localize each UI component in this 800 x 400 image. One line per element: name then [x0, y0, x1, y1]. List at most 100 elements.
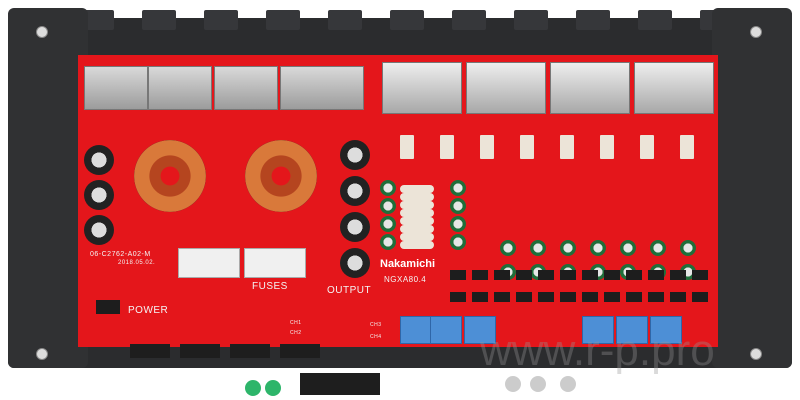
ic-chip: [516, 270, 532, 280]
power-label: POWER: [128, 305, 169, 316]
resistor: [400, 201, 434, 209]
output-label: OUTPUT: [327, 285, 372, 296]
ic-chip: [648, 270, 664, 280]
brand-logo: Nakamichi: [380, 258, 436, 270]
ic-chip: [582, 270, 598, 280]
ic-chip: [670, 270, 686, 280]
ic-chip: [692, 270, 708, 280]
small-capacitor: [380, 234, 396, 250]
resistor: [400, 233, 434, 241]
small-capacitor: [560, 240, 576, 256]
ic-chip: [560, 292, 576, 302]
channel-label: CH4: [370, 334, 382, 340]
heatsink-fin: [514, 10, 548, 30]
small-capacitor: [650, 240, 666, 256]
ic-chip: [560, 270, 576, 280]
small-capacitor: [380, 216, 396, 232]
heatsink-fin: [142, 10, 176, 30]
resistor: [400, 193, 434, 201]
heatsink-fin: [80, 10, 114, 30]
ic-chip: [450, 270, 466, 280]
small-capacitor: [380, 180, 396, 196]
heatsink-fin: [638, 10, 672, 30]
relay: [650, 316, 682, 344]
electrolytic-capacitor: [84, 215, 114, 245]
toroid-inductor: [245, 140, 317, 212]
speaker-terminal: [300, 373, 340, 395]
heatsink-fin: [266, 10, 300, 30]
resistor: [400, 209, 434, 217]
heatsink-bracket: [214, 66, 278, 110]
small-capacitor: [450, 198, 466, 214]
ic-chip: [516, 292, 532, 302]
ic-chip: [494, 270, 510, 280]
ic-chip: [670, 292, 686, 302]
ic-chip: [538, 292, 554, 302]
fuse-holder: [178, 248, 240, 278]
ic-chip: [538, 270, 554, 280]
led: [245, 380, 261, 396]
ic-chip: [494, 292, 510, 302]
screw: [750, 26, 762, 38]
terminal-block: [130, 344, 170, 358]
ic-chip: [626, 270, 642, 280]
rca-jack: [505, 376, 521, 392]
power-resistor: [520, 135, 534, 159]
heatsink-bracket: [280, 66, 364, 110]
ic-chip: [472, 292, 488, 302]
channel-label: CH3: [370, 322, 382, 328]
watermark: www.r-p.pro: [480, 326, 715, 375]
power-resistor: [400, 135, 414, 159]
relay: [430, 316, 462, 344]
rca-jack: [530, 376, 546, 392]
ic-chip: [582, 292, 598, 302]
ic-chip: [626, 292, 642, 302]
power-resistor: [440, 135, 454, 159]
power-resistor: [480, 135, 494, 159]
electrolytic-capacitor: [340, 176, 370, 206]
power-resistor: [560, 135, 574, 159]
relay: [582, 316, 614, 344]
electrolytic-capacitor: [340, 212, 370, 242]
electrolytic-capacitor: [340, 140, 370, 170]
small-capacitor: [450, 180, 466, 196]
channel-label: CH1: [290, 320, 302, 326]
heatsink-bracket: [550, 62, 630, 114]
heatsink-fin: [328, 10, 362, 30]
relay: [616, 316, 648, 344]
heatsink-bracket: [382, 62, 462, 114]
left-endcap: [8, 8, 88, 368]
terminal-block: [180, 344, 220, 358]
channel-label: CH2: [290, 330, 302, 336]
toroid-inductor: [134, 140, 206, 212]
resistor: [400, 185, 434, 193]
heatsink-bracket: [84, 66, 148, 110]
ic-chip: [450, 292, 466, 302]
power-resistor: [680, 135, 694, 159]
electrolytic-capacitor: [84, 180, 114, 210]
ic-chip: [604, 270, 620, 280]
screw: [36, 26, 48, 38]
small-capacitor: [530, 240, 546, 256]
ic-chip: [648, 292, 664, 302]
heatsink-fin: [204, 10, 238, 30]
electrolytic-capacitor: [340, 248, 370, 278]
relay: [400, 316, 432, 344]
ic-chip: [604, 292, 620, 302]
small-capacitor: [380, 198, 396, 214]
terminal-block: [280, 344, 320, 358]
screw: [750, 348, 762, 360]
heatsink-bracket: [148, 66, 212, 110]
small-capacitor: [590, 240, 606, 256]
small-capacitor: [450, 216, 466, 232]
fuses-label: FUSES: [252, 281, 288, 292]
terminal-block: [230, 344, 270, 358]
ic-chip: [472, 270, 488, 280]
screw: [36, 348, 48, 360]
small-capacitor: [450, 234, 466, 250]
ic-chip: [96, 300, 120, 314]
small-capacitor: [620, 240, 636, 256]
speaker-terminal: [340, 373, 380, 395]
heatsink-fin: [390, 10, 424, 30]
led: [265, 380, 281, 396]
